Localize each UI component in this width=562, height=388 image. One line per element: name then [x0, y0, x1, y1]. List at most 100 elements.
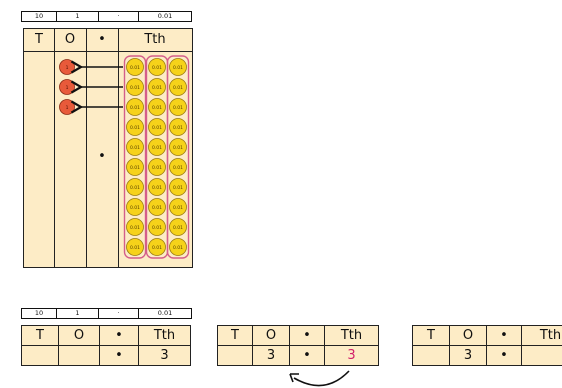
place-value-table-2: T O • Tth 3 • 3 [217, 325, 379, 366]
hundredth-counter [148, 218, 166, 236]
hundredth-counter-label: 0.01 [173, 205, 183, 211]
cell-hundredths: 3 [138, 345, 191, 366]
value-key-bottom: 10 1 · 0.01 [21, 308, 192, 319]
one-counter-label: 1 [66, 65, 69, 71]
key-hundredths: 0.01 [157, 12, 173, 20]
hundredth-counter-label: 0.01 [173, 105, 183, 111]
hundredth-counter [126, 218, 144, 236]
hundredth-counter-label: 0.01 [173, 85, 183, 91]
cell-tens [412, 345, 450, 366]
hundredth-counter-label: 0.01 [152, 85, 162, 91]
header-point: • [486, 325, 522, 346]
table-row: 3 • [412, 345, 562, 366]
hundredth-counter [169, 218, 187, 236]
table-3-clip: T O • Tth 3 • [412, 325, 562, 385]
hundredth-counter [169, 138, 187, 156]
hundredth-counter [148, 58, 166, 76]
hundredth-counter [126, 158, 144, 176]
column-tens [24, 29, 55, 267]
hundredth-counter-label: 0.01 [173, 185, 183, 191]
hundredth-counter-label: 0.01 [152, 105, 162, 111]
one-counter-label: 1 [66, 105, 69, 111]
hundredth-counter [148, 198, 166, 216]
hundredth-counter [126, 118, 144, 136]
hundredths-group-outline [166, 55, 190, 259]
key-ones: 1 [57, 309, 99, 318]
hundredth-counter [126, 98, 144, 116]
cell-hundredths-highlight: 3 [324, 345, 379, 366]
column-ones [54, 29, 87, 267]
hundredth-counter-label: 0.01 [152, 165, 162, 171]
key-tens: 10 [22, 309, 57, 318]
hundredth-counter [148, 118, 166, 136]
table-row: • 3 [21, 345, 191, 366]
hundredth-counter-label: 0.01 [152, 205, 162, 211]
place-value-table-1: T O • Tth • 3 [21, 325, 191, 366]
hundredth-counter-label: 0.01 [130, 145, 140, 151]
hundredth-counter-label: 0.01 [130, 225, 140, 231]
hundredth-counter-label: 0.01 [173, 145, 183, 151]
hundredth-counter [148, 138, 166, 156]
hundredth-counter-label: 0.01 [173, 245, 183, 251]
hundredth-counter-label: 0.01 [173, 225, 183, 231]
hundredth-counter-label: 0.01 [152, 245, 162, 251]
chart-header-hundredths: Tth [144, 32, 166, 47]
hundredth-counter [126, 78, 144, 96]
chart-header-tens: T [35, 32, 43, 47]
header-hundredths: Tth [138, 325, 191, 346]
hundredth-counter [126, 178, 144, 196]
hundredths-group-outline [123, 55, 147, 259]
key-hundredths: 0.01 [157, 309, 173, 317]
hundredth-counter-label: 0.01 [152, 65, 162, 71]
key-point: · [99, 309, 139, 318]
hundredth-counter [169, 178, 187, 196]
hundredth-counter [148, 78, 166, 96]
table-row: 3 • 3 [217, 345, 379, 366]
hundredth-counter-label: 0.01 [130, 85, 140, 91]
hundredth-counter-label: 0.01 [130, 125, 140, 131]
cell-ones: 3 [449, 345, 487, 366]
one-counter-label: 1 [66, 85, 69, 91]
key-tens: 10 [22, 12, 57, 21]
hundredth-counter-label: 0.01 [130, 185, 140, 191]
hundredth-counter [148, 98, 166, 116]
hundredth-counter-label: 0.01 [130, 65, 140, 71]
hundredth-counter-label: 0.01 [152, 145, 162, 151]
value-key-top: 10 1 · 0.01 [21, 11, 192, 22]
hundredth-counter [169, 238, 187, 256]
hundredth-counter-label: 0.01 [130, 165, 140, 171]
hundredth-counter [148, 238, 166, 256]
chart-header-point: • [98, 32, 106, 47]
hundredth-counter [169, 118, 187, 136]
hundredth-counter-label: 0.01 [152, 125, 162, 131]
key-point: · [99, 12, 139, 21]
table-header-row: T O • Tth [412, 325, 562, 346]
place-value-table-3: T O • Tth 3 • [412, 325, 562, 366]
hundredth-counter-label: 0.01 [173, 65, 183, 71]
header-hundredths: Tth [521, 325, 562, 346]
hundredth-counter [169, 78, 187, 96]
hundredth-counter [126, 198, 144, 216]
hundredth-counter-label: 0.01 [173, 125, 183, 131]
hundredth-counter-label: 0.01 [152, 185, 162, 191]
hundredth-counter-label: 0.01 [152, 225, 162, 231]
hundredth-counter [148, 158, 166, 176]
chart-header-ones: O [64, 32, 76, 47]
cell-point: • [486, 345, 522, 366]
key-ones: 1 [57, 12, 99, 21]
header-tens: T [412, 325, 450, 346]
hundredth-counter [169, 58, 187, 76]
cell-hundredths [521, 345, 562, 366]
hundredth-counter-label: 0.01 [130, 205, 140, 211]
hundredth-counter [169, 198, 187, 216]
chart-decimal-point: • [98, 149, 106, 164]
chart-header-row: T O • Tth [24, 29, 192, 52]
hundredth-counter [169, 158, 187, 176]
hundredth-counter-label: 0.01 [130, 245, 140, 251]
hundredth-counter [169, 98, 187, 116]
header-ones: O [449, 325, 487, 346]
hundredth-counter [126, 238, 144, 256]
hundredth-counter-label: 0.01 [173, 165, 183, 171]
